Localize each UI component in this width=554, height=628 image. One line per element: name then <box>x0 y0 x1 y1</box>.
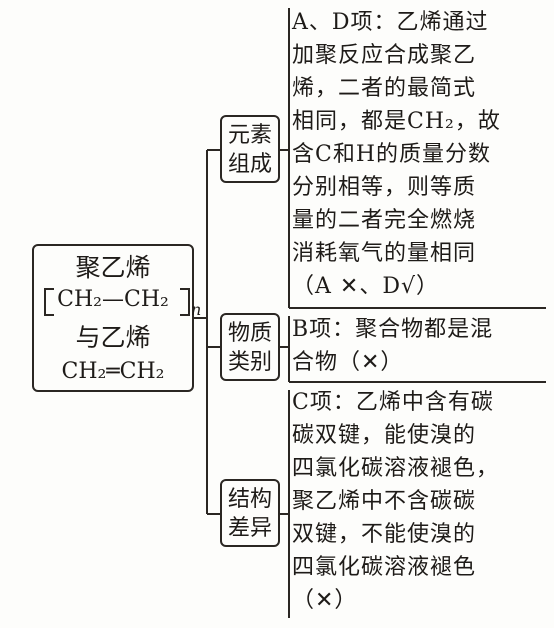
ethylene-formula: CH₂═CH₂ <box>61 359 165 384</box>
polymer-unit: CH₂—CH₂ <box>57 287 169 312</box>
polyethylene-formula: CH₂—CH₂ n <box>34 282 201 322</box>
category-label: 元素 组成 <box>227 123 272 177</box>
center-topic-box: 聚乙烯 CH₂—CH₂ n 与乙烯 CH₂═CH₂ <box>32 244 201 392</box>
center-title: 聚乙烯 <box>75 253 151 282</box>
category-label: 结构 差异 <box>227 487 272 541</box>
left-bracket <box>44 288 54 316</box>
right-bracket <box>180 288 190 316</box>
category-substance-type: 物质 类别 <box>220 313 280 381</box>
category-element-composition: 元素 组成 <box>220 115 280 183</box>
center-conjunction: 与乙烯 <box>75 323 151 352</box>
note-option-a-d: A、D项：乙烯通过 加聚反应合成聚乙 烯，二者的最简式 相同，都是CH₂，故 含… <box>292 10 501 299</box>
note-option-b: B项：聚合物都是混 合物（✕） <box>292 317 494 375</box>
category-structure-difference: 结构 差异 <box>220 479 280 547</box>
note-option-c: C项：乙烯中含有碳 碳双键，能使溴的 四氯化碳溶液褪色， 聚乙烯中不含碳碳 双键… <box>292 390 500 613</box>
polymer-subscript: n <box>191 300 202 319</box>
category-label: 物质 类别 <box>227 321 272 375</box>
